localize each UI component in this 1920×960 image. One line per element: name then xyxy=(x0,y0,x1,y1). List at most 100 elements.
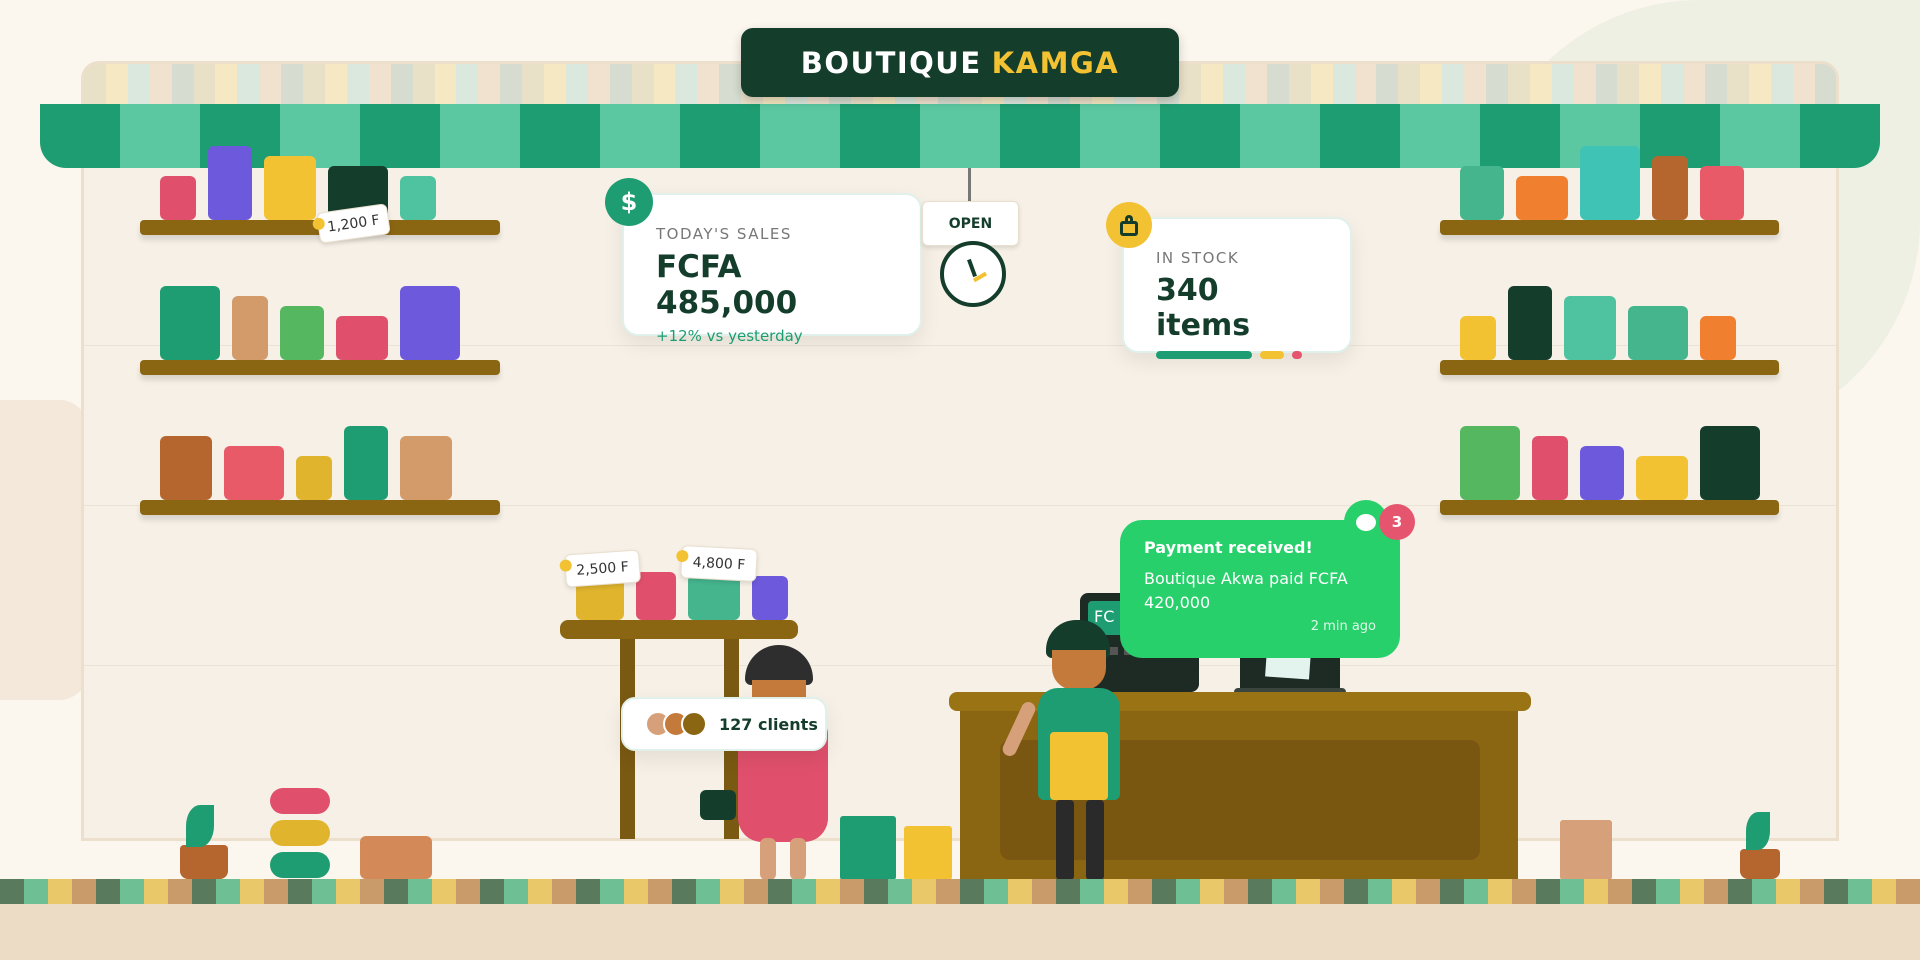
notification-time: 2 min ago xyxy=(1310,619,1376,634)
stripe xyxy=(1320,879,1344,904)
stripe xyxy=(1512,879,1536,904)
stripe xyxy=(1680,879,1704,904)
stripe xyxy=(1296,879,1320,904)
stripe xyxy=(1896,879,1920,904)
stripe xyxy=(864,879,888,904)
sales-value: FCFA 485,000 xyxy=(656,249,798,321)
stripe xyxy=(1179,64,1202,104)
product xyxy=(1652,156,1688,220)
floor-border xyxy=(0,879,1920,904)
product xyxy=(1700,316,1736,360)
stripe xyxy=(303,64,325,104)
stripe xyxy=(1176,879,1200,904)
product xyxy=(280,306,324,360)
stripe xyxy=(744,879,768,904)
stripe xyxy=(105,64,128,104)
stripe xyxy=(456,879,480,904)
stripe xyxy=(1488,879,1512,904)
stripe xyxy=(1656,879,1680,904)
stripe xyxy=(312,879,336,904)
stripe xyxy=(478,64,501,104)
stripe xyxy=(1573,64,1596,104)
stripe xyxy=(1776,879,1800,904)
stripe xyxy=(259,64,282,104)
stripe xyxy=(1720,104,1800,168)
stripe xyxy=(1608,879,1632,904)
stripe xyxy=(1800,879,1824,904)
product xyxy=(400,176,436,220)
stripe xyxy=(120,879,144,904)
stripe xyxy=(432,879,456,904)
stripe xyxy=(672,879,696,904)
stock-value: 340 items xyxy=(1156,273,1251,343)
customer-leg xyxy=(790,838,806,880)
stripe xyxy=(888,879,912,904)
stripe xyxy=(1748,64,1771,104)
stripe xyxy=(600,104,680,168)
wall-line xyxy=(84,345,1836,346)
shelf xyxy=(140,500,500,515)
stripe xyxy=(1200,879,1224,904)
stripe xyxy=(565,64,588,104)
chat-bubble-icon xyxy=(1344,500,1388,544)
stripe xyxy=(168,879,192,904)
plant-icon xyxy=(1746,812,1770,850)
stripe xyxy=(768,879,792,904)
stripe xyxy=(720,879,744,904)
product xyxy=(1580,146,1640,220)
stripe xyxy=(520,104,600,168)
price-tag-text: 4,800 F xyxy=(692,554,746,573)
product xyxy=(1636,456,1688,500)
notification-body: Boutique Akwa paid FCFA 420,000 xyxy=(1144,569,1348,612)
stripe xyxy=(1848,879,1872,904)
stripe xyxy=(696,879,720,904)
stripe xyxy=(792,879,816,904)
stripe xyxy=(0,879,24,904)
stripe xyxy=(1800,104,1880,168)
product xyxy=(224,446,284,500)
stripe xyxy=(1000,104,1080,168)
payment-notification[interactable]: Payment received! Boutique Akwa paid FCF… xyxy=(1120,520,1400,658)
stripe xyxy=(1008,879,1032,904)
product xyxy=(160,286,220,360)
stripe xyxy=(1272,879,1296,904)
stripe xyxy=(1376,64,1399,104)
stripe xyxy=(653,64,676,104)
stripe xyxy=(1872,879,1896,904)
stripe xyxy=(840,879,864,904)
product xyxy=(688,575,740,620)
stripe xyxy=(1223,64,1246,104)
stripe xyxy=(1536,879,1560,904)
product xyxy=(264,156,316,220)
stripe xyxy=(1420,64,1443,104)
stripe xyxy=(1507,64,1530,104)
store-sign: BOUTIQUE KAMGA xyxy=(741,28,1179,97)
product xyxy=(1532,436,1568,500)
product xyxy=(400,286,460,360)
stripe xyxy=(1728,879,1752,904)
stripe xyxy=(1464,879,1488,904)
stripe xyxy=(1398,64,1421,104)
stripe xyxy=(1661,64,1684,104)
stripe xyxy=(84,64,106,104)
stripe xyxy=(675,64,698,104)
stripe xyxy=(456,64,479,104)
product xyxy=(1460,316,1496,360)
stripe xyxy=(1224,879,1248,904)
stripe xyxy=(1617,64,1640,104)
stripe xyxy=(1442,64,1465,104)
stripe xyxy=(1392,879,1416,904)
stripe xyxy=(1310,64,1333,104)
stripe xyxy=(1152,879,1176,904)
customer-leg xyxy=(760,838,776,880)
stripe xyxy=(1266,64,1289,104)
stripe xyxy=(192,879,216,904)
wall-line xyxy=(84,665,1836,666)
clients-count: 127 clients xyxy=(719,714,818,734)
stripe xyxy=(1770,64,1793,104)
stripe xyxy=(1486,64,1508,104)
stripe xyxy=(1104,879,1128,904)
stripe xyxy=(408,879,432,904)
notification-badge[interactable]: 3 xyxy=(1379,504,1415,540)
stripe xyxy=(346,64,369,104)
